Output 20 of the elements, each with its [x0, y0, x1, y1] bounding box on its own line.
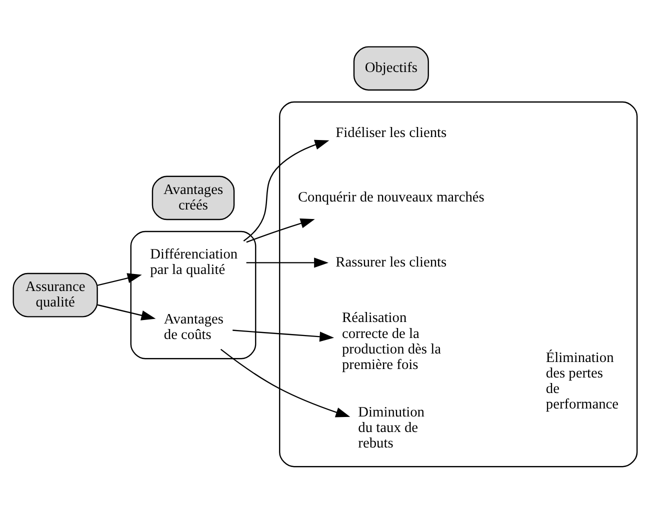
arrow	[220, 348, 350, 417]
arrow	[232, 329, 334, 342]
node-box: Assurance qualité	[12, 272, 98, 317]
cluster	[279, 100, 638, 467]
arrow	[97, 304, 156, 320]
node-text: Rassurer les clients	[336, 254, 447, 270]
node-text: Diminution du taux de rebuts	[358, 404, 424, 452]
node-text: Fidéliser les clients	[336, 124, 447, 140]
node-text: Différenciation par la qualité	[150, 246, 238, 278]
node-text: Élimination des pertes de performance	[546, 349, 619, 412]
node-text: Réalisation correcte de la production dès la première fois	[342, 310, 442, 372]
node-text: Avantages de coûts	[164, 310, 224, 342]
cluster	[130, 230, 256, 359]
arrow	[246, 257, 328, 268]
arrow	[246, 218, 315, 242]
arrow	[243, 139, 330, 242]
arrow	[97, 272, 142, 286]
node-box: Avantages créés	[152, 175, 235, 220]
node-box: Objectifs	[353, 46, 429, 90]
node-text: Conquérir de nouveaux marchés	[298, 189, 484, 206]
